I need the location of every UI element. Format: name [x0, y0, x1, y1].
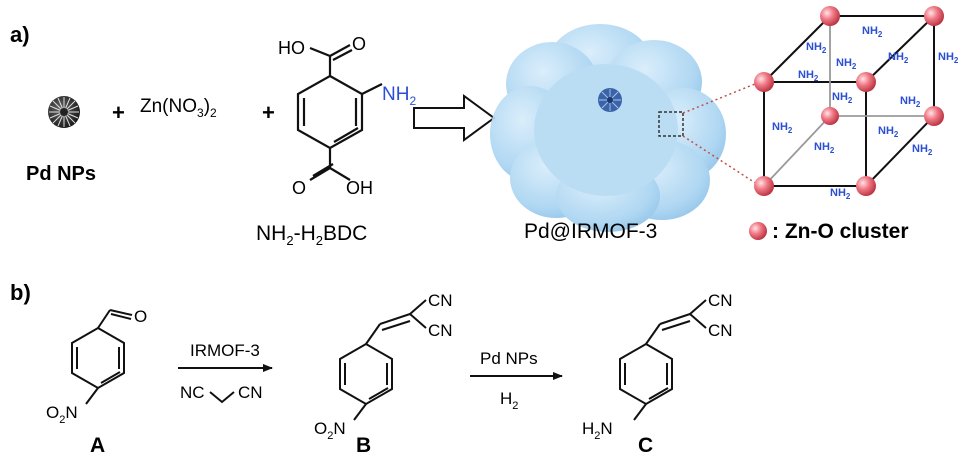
compound-b-structure: [339, 299, 427, 421]
compound-a-nitro: O2N: [46, 403, 78, 426]
svg-text:NH2: NH2: [798, 69, 819, 83]
encapsulated-pd-np-icon: [598, 88, 622, 112]
malononitrile-bond: [209, 391, 235, 404]
panel-a-label: a): [10, 22, 30, 47]
linker-label: NH2-H2BDC: [256, 222, 367, 248]
svg-text:NH2: NH2: [772, 121, 793, 135]
synthesis-arrow-icon: [413, 94, 496, 142]
carboxyl-bottom-o: O: [292, 178, 306, 198]
zinc-nitrate-formula: Zn(NO3)2: [140, 96, 217, 120]
compound-c-label: C: [638, 434, 653, 457]
zn-o-cluster-legend-icon: [749, 222, 767, 240]
carboxyl-top-oh: HO: [278, 38, 305, 58]
svg-text:NH2: NH2: [832, 91, 853, 105]
compound-b-label: B: [356, 434, 371, 457]
nh2-bdc-structure: [296, 44, 383, 181]
svg-text:NH2: NH2: [862, 25, 883, 39]
compound-b-cn-bottom: CN: [428, 321, 453, 340]
aldehyde-o-label: O: [134, 307, 147, 326]
zoom-line-bottom: [682, 135, 761, 187]
zoom-line-top: [682, 81, 761, 114]
zoom-region-box: [658, 111, 684, 137]
svg-text:NH2: NH2: [912, 143, 933, 157]
compound-b-nitro: O2N: [314, 419, 346, 442]
compound-a-structure: [71, 309, 133, 405]
panel-b-label: b): [10, 280, 31, 305]
compound-c-amine: H2N: [582, 419, 613, 442]
svg-text:NH2: NH2: [938, 51, 959, 65]
pd-nanoparticle-icon: [48, 96, 80, 128]
compound-c-cn-top: CN: [708, 291, 733, 310]
svg-text:NH2: NH2: [878, 125, 899, 139]
plus-sign-2: +: [262, 100, 275, 125]
svg-text:NH2: NH2: [806, 41, 827, 55]
legend-label: : Zn-O cluster: [772, 220, 909, 243]
compound-b-cn-top: CN: [428, 291, 453, 310]
step2-catalyst: Pd NPs: [480, 349, 538, 368]
compound-c-cn-bottom: CN: [708, 321, 733, 340]
svg-text:NH2: NH2: [814, 141, 835, 155]
svg-text:NH2: NH2: [900, 95, 921, 109]
plus-sign-1: +: [112, 100, 125, 125]
irmof3-unit-cell: NH2 NH2 NH2 NH2 NH2 NH2 NH2 NH2 NH2 NH2 …: [754, 6, 959, 201]
pd-irmof3-particle: [490, 24, 726, 232]
amino-group: NH2: [382, 84, 416, 108]
carboxyl-bottom-oh: OH: [346, 178, 373, 198]
pd-nps-label: Pd NPs: [26, 163, 96, 185]
step1-catalyst: IRMOF-3: [190, 341, 260, 360]
zn-o-cluster-nodes: [754, 6, 944, 196]
svg-text:NH2: NH2: [830, 187, 851, 201]
svg-text:NH2: NH2: [888, 51, 909, 65]
step2-hydrogen: H2: [500, 389, 518, 412]
compound-a-label: A: [90, 434, 105, 457]
malononitrile-right: CN: [238, 383, 263, 402]
composite-label: Pd@IRMOF-3: [524, 220, 657, 243]
malononitrile-left: NC: [180, 383, 205, 402]
compound-c-structure: [619, 299, 707, 421]
carboxyl-top-o: O: [352, 34, 366, 54]
svg-text:NH2: NH2: [836, 57, 857, 71]
